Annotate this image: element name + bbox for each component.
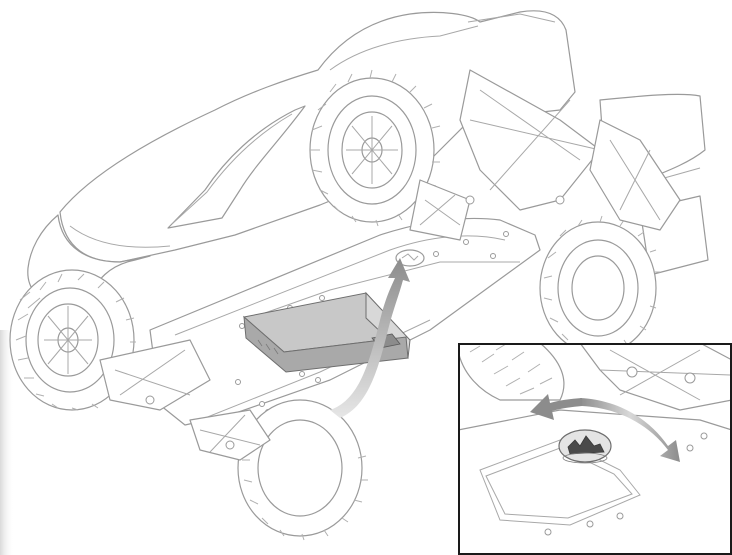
rear-right-wheel <box>539 215 660 355</box>
double-headed-curved-arrow-icon <box>530 394 680 462</box>
curved-up-arrow-icon <box>330 258 410 418</box>
rear-top-wheel <box>309 69 441 227</box>
left-edge-shade <box>0 330 14 555</box>
front-left-wheel <box>9 269 136 411</box>
front-bottom-wheel <box>237 399 368 541</box>
battery-pack-icon <box>242 291 411 373</box>
suspension-details <box>99 69 681 461</box>
battery-door-latch-icon <box>558 429 612 464</box>
latch-detail-inset <box>458 343 732 555</box>
